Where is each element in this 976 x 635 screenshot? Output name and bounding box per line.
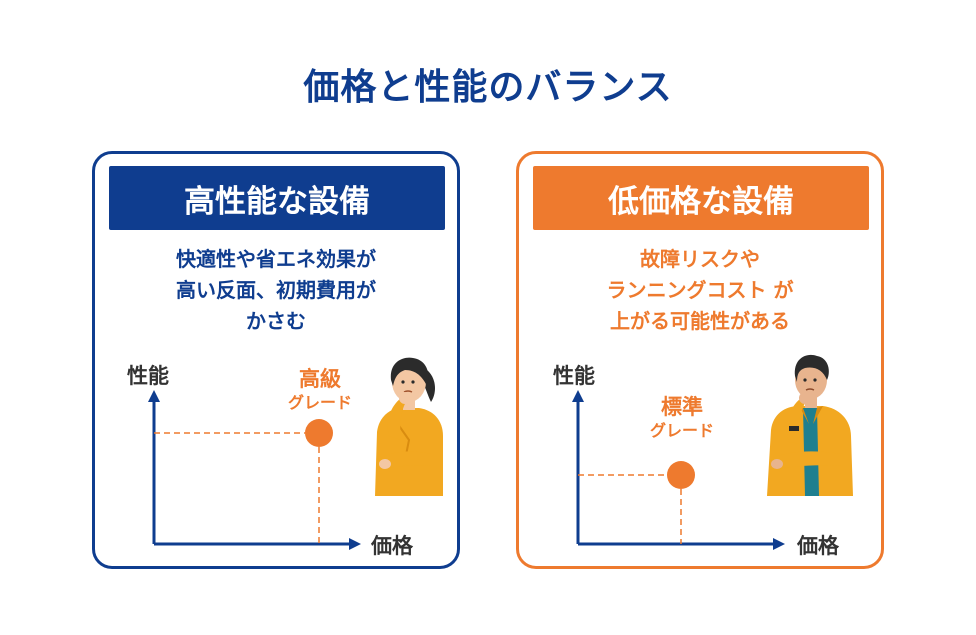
grade-marker: [667, 461, 695, 489]
y-axis-label: 性能: [127, 364, 169, 388]
grade-label: 高級 グレード: [275, 366, 365, 414]
price-performance-graph: [148, 390, 361, 550]
panel-header: 低価格な設備: [533, 166, 869, 230]
x-axis-label: 価格: [797, 534, 839, 558]
x-axis-arrow: [349, 538, 361, 550]
grade-label: 標準 グレード: [637, 394, 727, 442]
x-axis-arrow: [773, 538, 785, 550]
grade-subtitle: グレード: [287, 393, 352, 412]
price-performance-graph: [572, 390, 785, 550]
y-axis-label: 性能: [553, 364, 595, 388]
panel-description: 故障リスクや ランニングコスト が 上がる可能性がある: [519, 244, 881, 337]
grade-title: 標準: [661, 395, 703, 419]
thinking-woman-illustration: [375, 357, 443, 496]
page-title: 価格と性能のバランス: [303, 67, 673, 108]
description-line: ランニングコスト が: [606, 278, 794, 302]
grade-title: 高級: [299, 367, 341, 391]
description-line: 上がる可能性がある: [610, 309, 790, 333]
grade-subtitle: グレード: [649, 421, 714, 440]
y-axis-arrow: [148, 390, 160, 402]
description-line: 故障リスクや: [640, 247, 760, 271]
description-line: 快適性や省エネ効果が: [176, 247, 376, 271]
low-cost-panel: 低価格な設備 故障リスクや ランニングコスト が 上がる可能性がある 性能 価格…: [516, 151, 884, 569]
y-axis-arrow: [572, 390, 584, 402]
description-line: かさむ: [246, 309, 306, 333]
high-performance-panel: 高性能な設備 快適性や省エネ効果が 高い反面、初期費用が かさむ 性能 価格 高…: [92, 151, 460, 569]
panel-description: 快適性や省エネ効果が 高い反面、初期費用が かさむ: [95, 244, 457, 337]
description-line: 高い反面、初期費用が: [176, 278, 376, 302]
x-axis-label: 価格: [371, 534, 413, 558]
panel-header: 高性能な設備: [109, 166, 445, 230]
thinking-man-illustration: [767, 354, 853, 496]
grade-marker: [305, 419, 333, 447]
